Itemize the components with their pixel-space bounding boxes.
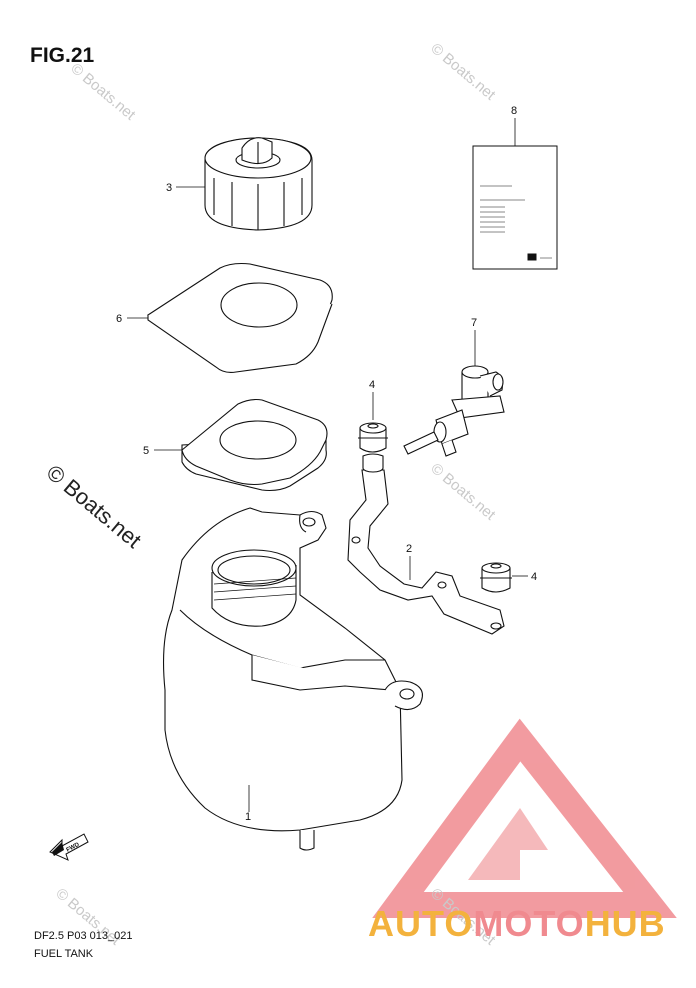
brand-part-1: AUTO xyxy=(368,903,474,944)
callout-1: 1 xyxy=(245,785,251,823)
callout-4-upper: 4 xyxy=(369,379,375,420)
brand-part-2: MOTO xyxy=(473,903,585,944)
watermark-text: © Boats.net xyxy=(42,460,146,553)
callout-4-lower: 4 xyxy=(512,571,537,583)
watermark-text: © Boats.net xyxy=(427,40,499,104)
watermark-text: © Boats.net xyxy=(67,60,139,124)
callout-8: 8 xyxy=(511,105,517,146)
callout-6: 6 xyxy=(116,313,148,325)
watermark-text: © Boats.net xyxy=(427,460,499,524)
svg-text:4: 4 xyxy=(369,379,375,391)
svg-text:6: 6 xyxy=(116,313,122,325)
brand-logo-triangle xyxy=(372,718,677,918)
part-4-grommet-lower[interactable] xyxy=(480,562,512,593)
brand-wordmark: AUTOMOTOHUB xyxy=(368,903,666,945)
part-7-fuel-cock[interactable] xyxy=(403,365,505,457)
brand-part-3: HUB xyxy=(584,903,666,944)
svg-text:3: 3 xyxy=(166,182,172,194)
svg-text:1: 1 xyxy=(245,811,251,823)
callout-3: 3 xyxy=(166,182,205,194)
svg-text:8: 8 xyxy=(511,105,517,117)
fwd-arrow-icon: FWD xyxy=(49,833,89,861)
part-3-fuel-cap[interactable] xyxy=(204,137,313,231)
svg-text:2: 2 xyxy=(406,543,412,555)
figure-name: FUEL TANK xyxy=(34,948,94,960)
figure-title: FIG.21 xyxy=(30,44,95,67)
svg-text:7: 7 xyxy=(471,317,477,329)
part-4-grommet-upper[interactable] xyxy=(358,422,388,453)
part-5-cushion[interactable] xyxy=(181,398,328,492)
part-8-manual[interactable] xyxy=(472,145,558,270)
callout-7: 7 xyxy=(471,317,477,366)
figure-code: DF2.5 P03 013_021 xyxy=(34,930,133,942)
callout-2: 2 xyxy=(406,543,412,580)
part-6-gasket[interactable] xyxy=(147,262,333,373)
callout-5: 5 xyxy=(143,445,182,457)
svg-text:4: 4 xyxy=(531,571,537,583)
svg-text:5: 5 xyxy=(143,445,149,457)
part-2-bracket[interactable] xyxy=(347,453,505,635)
part-1-fuel-tank[interactable] xyxy=(162,507,423,851)
